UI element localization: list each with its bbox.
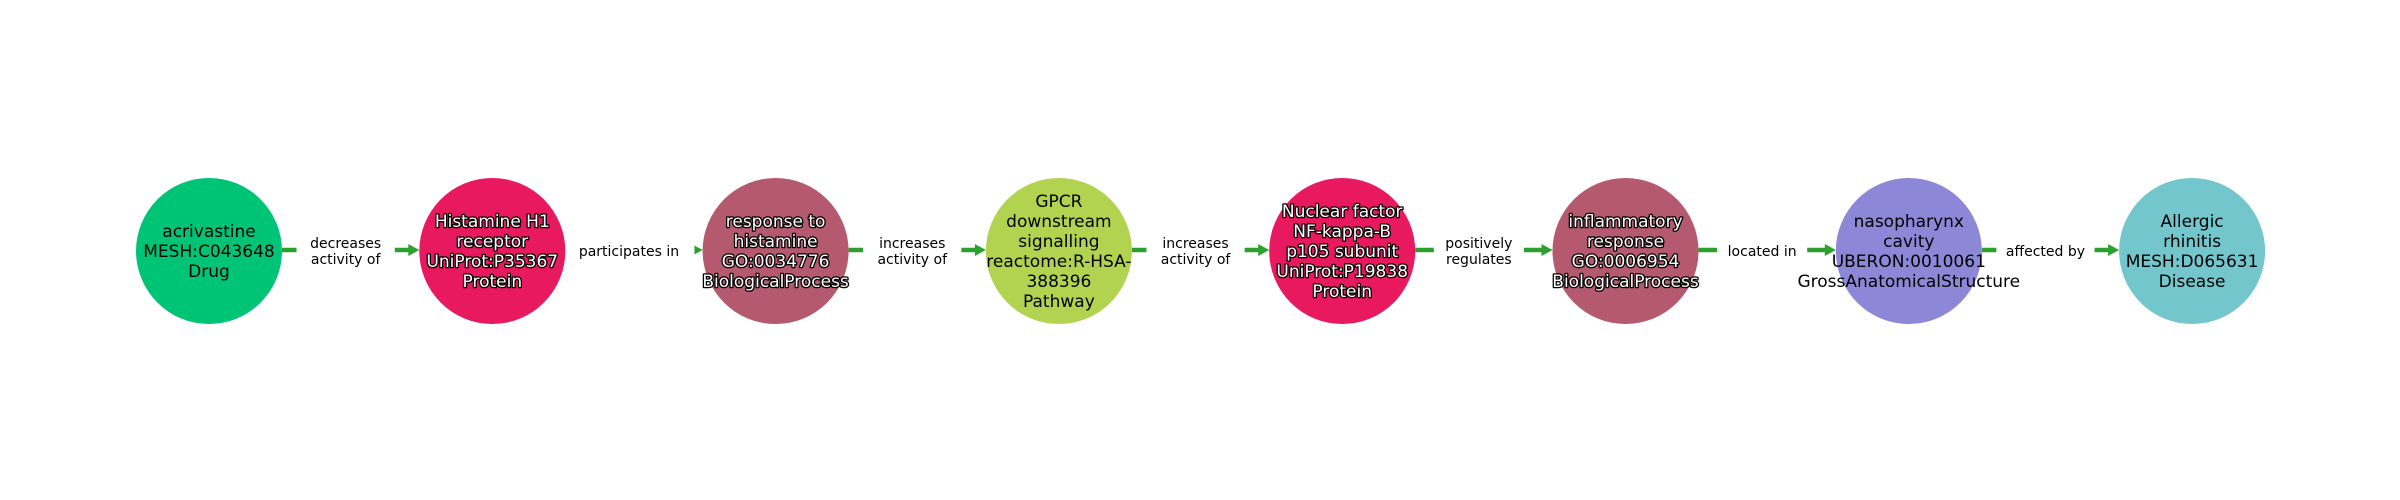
node-label: 388396 bbox=[1026, 272, 1091, 292]
node-label: Disease bbox=[2159, 272, 2226, 292]
node-label: histamine bbox=[734, 232, 818, 252]
edge-label: activity of bbox=[1161, 252, 1232, 268]
node-circle[interactable] bbox=[702, 178, 849, 324]
edge-label: decreases bbox=[310, 236, 381, 252]
node-biologicalprocess[interactable]: inflammatoryresponseGO:0006954Biological… bbox=[1551, 178, 1700, 324]
node-label: UBERON:0010061 bbox=[1832, 252, 1986, 272]
node-label: receptor bbox=[456, 232, 528, 252]
edge-label: activity of bbox=[311, 252, 382, 268]
node-label: MESH:D065631 bbox=[2126, 252, 2259, 272]
edge-label: affected by bbox=[2006, 244, 2085, 260]
node-label: downstream bbox=[1006, 212, 1111, 232]
node-label: GPCR bbox=[1035, 192, 1082, 212]
node-label: cavity bbox=[1883, 232, 1934, 252]
edge-label: participates in bbox=[579, 244, 679, 260]
node-label: BiologicalProcess bbox=[1552, 272, 1699, 292]
node-circle[interactable] bbox=[2119, 178, 2266, 324]
node-biologicalprocess[interactable]: response tohistamineGO:0034776Biological… bbox=[701, 178, 850, 324]
node-label: Drug bbox=[188, 262, 230, 282]
edge-label-background bbox=[863, 233, 962, 269]
node-label: response bbox=[1587, 232, 1664, 252]
node-label: nasopharynx bbox=[1854, 212, 1964, 232]
node-label: response to bbox=[726, 212, 826, 232]
node-label: rhinitis bbox=[2163, 232, 2221, 252]
node-circle[interactable] bbox=[1552, 178, 1699, 324]
node-label: MESH:C043648 bbox=[143, 242, 274, 262]
edge-label: increases bbox=[1162, 236, 1228, 252]
node-label: Histamine H1 bbox=[435, 212, 550, 232]
edge-label: regulates bbox=[1446, 252, 1512, 268]
node-circle[interactable] bbox=[136, 178, 282, 324]
node-label: signalling bbox=[1018, 232, 1099, 252]
node-label: Nuclear factor bbox=[1282, 202, 1403, 222]
node-pathway[interactable]: GPCRdownstreamsignallingreactome:R-HSA-3… bbox=[985, 178, 1132, 324]
node-label: Protein bbox=[1312, 282, 1372, 302]
node-label: GO:0034776 bbox=[722, 252, 830, 272]
arrowhead-icon bbox=[1824, 244, 1836, 256]
edge-label: located in bbox=[1728, 244, 1797, 260]
node-label: UniProt:P35367 bbox=[426, 252, 558, 272]
node-protein[interactable]: Histamine H1receptorUniProt:P35367Protei… bbox=[419, 178, 566, 324]
edge-label-background bbox=[1146, 233, 1245, 269]
arrowhead-icon bbox=[974, 244, 986, 256]
node-label: GO:0006954 bbox=[1572, 252, 1680, 272]
node-label: NF-kappa-B bbox=[1293, 222, 1391, 242]
node-label: p105 subunit bbox=[1286, 242, 1398, 262]
node-circle[interactable] bbox=[1835, 178, 1982, 324]
edge: affected by bbox=[1981, 241, 2120, 261]
node-label: Pathway bbox=[1023, 292, 1095, 312]
node-label: acrivastine bbox=[162, 222, 255, 242]
node-label: reactome:R-HSA- bbox=[986, 252, 1131, 272]
node-label: GrossAnatomicalStructure bbox=[1797, 272, 2020, 292]
edge-label: positively bbox=[1445, 236, 1512, 252]
arrowhead-icon bbox=[2108, 244, 2120, 256]
edge-label-background bbox=[296, 233, 395, 269]
edge: participates in bbox=[563, 241, 703, 261]
node-label: BiologicalProcess bbox=[702, 272, 849, 292]
node-label: inflammatory bbox=[1568, 212, 1682, 232]
edge-label-background bbox=[1433, 233, 1524, 269]
node-circle[interactable] bbox=[419, 178, 566, 324]
arrowhead-icon bbox=[1541, 244, 1553, 256]
node-label: Allergic bbox=[2161, 212, 2224, 232]
node-label: UniProt:P19838 bbox=[1276, 262, 1408, 282]
edge: located in bbox=[1698, 241, 1836, 261]
edge-label-background bbox=[1996, 241, 2095, 261]
edge-label: activity of bbox=[877, 252, 948, 268]
edge-label: increases bbox=[879, 236, 945, 252]
node-circle[interactable] bbox=[985, 178, 1132, 324]
edge-label-background bbox=[563, 241, 695, 261]
node-grossanatomicalstructure[interactable]: nasopharynxcavityUBERON:0010061GrossAnat… bbox=[1797, 178, 2020, 324]
edge-label-background bbox=[1717, 241, 1808, 261]
node-label: Protein bbox=[463, 272, 523, 292]
arrowhead-icon bbox=[1258, 244, 1270, 256]
arrowhead-icon bbox=[408, 244, 420, 256]
node-circle[interactable] bbox=[1269, 178, 1416, 324]
